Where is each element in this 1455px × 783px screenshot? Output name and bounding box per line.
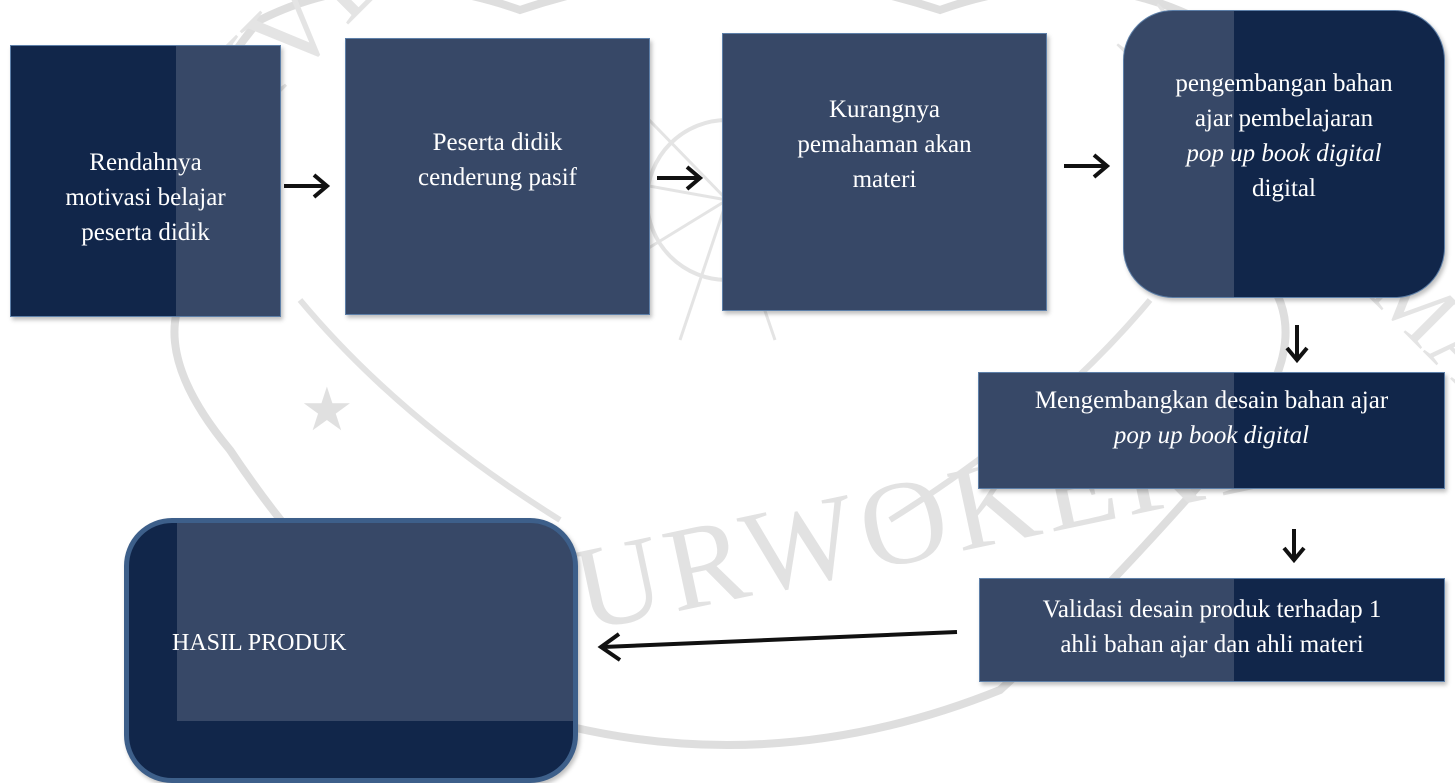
- box-hasil-produk: [124, 518, 578, 783]
- box-peserta-pasif: [345, 38, 650, 315]
- svg-text:★: ★: [300, 377, 354, 443]
- box4-line-3: pop up book digital: [1123, 136, 1445, 171]
- box-rendahnya-motivasi: [10, 45, 281, 317]
- box-mengembangkan-desain-text: Mengembangkan desain bahan ajar pop up b…: [978, 383, 1445, 453]
- box5-line-2-italic: pop up book digital: [1113, 422, 1310, 449]
- box4-line-3-italic: pop up book digital: [1186, 140, 1382, 167]
- box-validasi-desain: [979, 578, 1445, 682]
- box6-line-2: ahli bahan ajar dan ahli materi: [1060, 631, 1364, 658]
- box1-line-3: peserta didik: [81, 219, 210, 246]
- arrow-box5-to-box6: [1282, 529, 1306, 564]
- box-kurangnya-pemahaman: [722, 33, 1047, 311]
- box-pengembangan-bahan-ajar-text: pengembangan bahan ajar pembelajaran pop…: [1123, 66, 1445, 206]
- arrow-box1-to-box2: [284, 173, 331, 199]
- box-mengembangkan-desain: [978, 372, 1445, 489]
- box4-line-1: pengembangan bahan: [1175, 70, 1393, 97]
- box-peserta-pasif-text: Peserta didik cenderung pasif: [345, 125, 650, 195]
- box5-line-1: Mengembangkan desain bahan ajar: [1034, 387, 1389, 414]
- box-pengembangan-bahan-ajar: [1123, 10, 1445, 298]
- box-rendahnya-motivasi-text: Rendahnya motivasi belajar peserta didik: [10, 145, 281, 250]
- box-hasil-produk-label: HASIL PRODUK: [172, 630, 347, 656]
- box1-line-1: Rendahnya: [89, 149, 202, 176]
- box6-line-1: Validasi desain produk terhadap 1: [1042, 596, 1382, 623]
- box1-line-2: motivasi belajar: [65, 184, 226, 211]
- box3-line-1: Kurangnya: [828, 96, 941, 123]
- arrow-box2-to-box3: [657, 165, 704, 191]
- arrow-box6-to-box7: [597, 630, 958, 662]
- box3-line-3: materi: [852, 166, 917, 193]
- box3-line-2: pemahaman akan: [797, 131, 972, 158]
- box-validasi-desain-text: Validasi desain produk terhadap 1 ahli b…: [979, 592, 1445, 662]
- arrow-box3-to-box4: [1064, 153, 1111, 179]
- box4-line-4: digital: [1252, 175, 1316, 202]
- box-kurangnya-pemahaman-text: Kurangnya pemahaman akan materi: [722, 92, 1047, 197]
- box2-line-1: Peserta didik: [432, 129, 563, 156]
- arrow-box4-to-box5: [1285, 325, 1309, 364]
- box5-line-2: pop up book digital: [978, 418, 1445, 453]
- box4-line-2: ajar pembelajaran: [1194, 105, 1374, 132]
- box2-line-2: cenderung pasif: [418, 164, 577, 191]
